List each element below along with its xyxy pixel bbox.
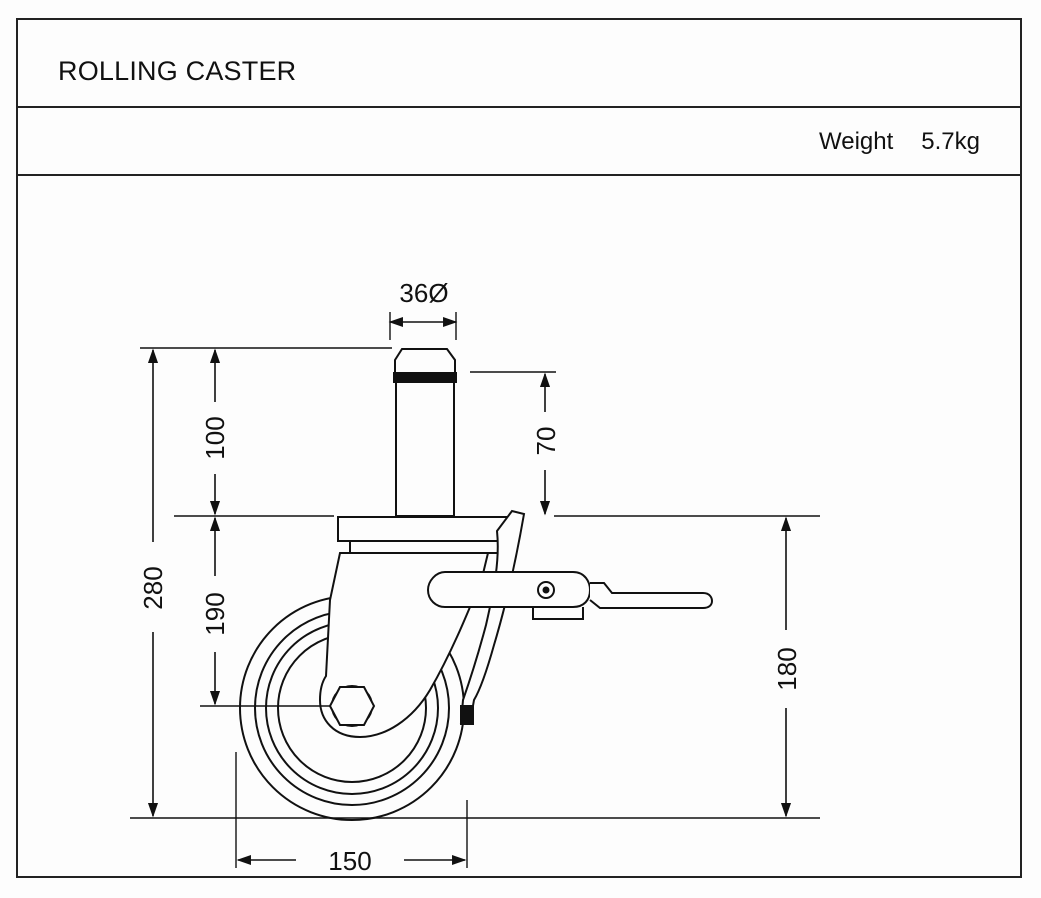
weight-spec: Weight 5.7kg [819, 128, 980, 156]
weight-label: Weight [819, 128, 894, 155]
dim-stem-diameter: 36Ø [399, 278, 448, 308]
extension-lines [130, 312, 820, 868]
dim-stem-height: 100 [200, 416, 230, 459]
dim-plate-to-ground: 180 [772, 647, 802, 690]
dim-wheel-diameter: 150 [328, 846, 371, 876]
dim-stem-insert-depth: 70 [531, 427, 561, 456]
title-row: ROLLING CASTER [18, 20, 1020, 108]
spec-sheet: ROLLING CASTER Weight 5.7kg [16, 18, 1022, 878]
page-title: ROLLING CASTER [58, 56, 297, 86]
dim-plate-to-axle: 190 [200, 592, 230, 635]
brake-pedal [426, 509, 714, 725]
dimension-arrows [147, 316, 792, 866]
stem [393, 348, 457, 517]
weight-value: 5.7kg [921, 128, 980, 155]
mount-plate [337, 516, 514, 554]
dim-total-height: 280 [138, 566, 168, 609]
weight-row: Weight 5.7kg [18, 108, 1020, 176]
axle-nut [328, 686, 376, 726]
caster-part [239, 348, 714, 821]
dimension-labels: 36Ø 280 100 190 70 180 150 [138, 278, 802, 876]
